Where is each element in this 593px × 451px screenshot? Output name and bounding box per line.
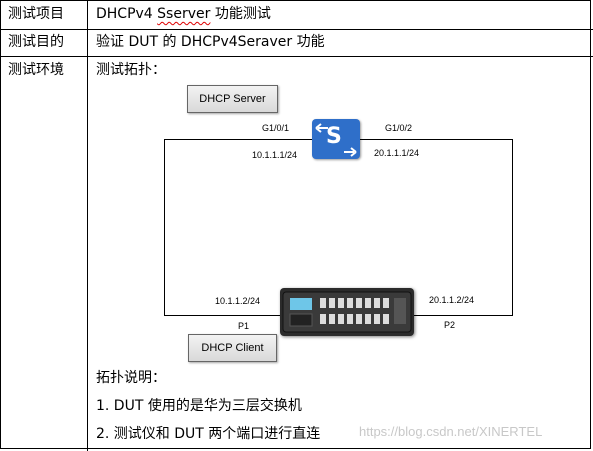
- tester-device-icon: [280, 288, 414, 336]
- tester-panel-icon: [282, 291, 412, 333]
- dhcp-server-box: DHCP Server: [187, 85, 278, 113]
- ip-switch-left: 10.1.1.1/24: [252, 150, 298, 160]
- ip-switch-right: 20.1.1.1/24: [374, 148, 420, 158]
- row-divider: [0, 29, 593, 30]
- ip-client-right: 20.1.1.2/24: [429, 295, 475, 305]
- link-bottom-right: [414, 315, 513, 316]
- label-test-item: 测试项目: [8, 6, 64, 22]
- link-top-left: [164, 139, 312, 140]
- label-test-environment: 测试环境: [8, 62, 64, 78]
- spellcheck-word: Sserver: [157, 6, 211, 22]
- tester-port-p1: P1: [238, 321, 250, 331]
- link-top-right: [360, 139, 513, 140]
- switch-letter: S: [326, 124, 342, 149]
- note-item: 1. DUT 使用的是华为三层交换机: [96, 398, 302, 414]
- port-label-g1-0-2: G1/0/2: [385, 123, 413, 133]
- watermark: https://blog.csdn.net/XINERTEL: [359, 424, 543, 439]
- dhcp-client-box: DHCP Client: [188, 334, 277, 362]
- link-bottom-left: [164, 315, 280, 316]
- label-test-purpose: 测试目的: [8, 34, 64, 50]
- value-test-item: DHCPv4 Sserver 功能测试: [96, 6, 271, 22]
- topology-notes-heading: 拓扑说明：: [96, 370, 166, 386]
- value-test-purpose: 验证 DUT 的 DHCPv4Seraver 功能: [96, 34, 325, 50]
- column-divider: [87, 0, 88, 451]
- note-item: 2. 测试仪和 DUT 两个端口进行直连: [96, 426, 321, 442]
- switch-icon: S: [312, 119, 360, 159]
- ip-client-left: 10.1.1.2/24: [215, 296, 261, 306]
- tester-port-p2: P2: [444, 320, 456, 330]
- row-divider: [0, 56, 593, 57]
- topology-heading: 测试拓扑：: [96, 62, 166, 78]
- port-label-g1-0-1: G1/0/1: [262, 123, 290, 133]
- switch-arrows-icon: [315, 123, 357, 157]
- link-left: [164, 139, 165, 316]
- link-right: [512, 139, 513, 316]
